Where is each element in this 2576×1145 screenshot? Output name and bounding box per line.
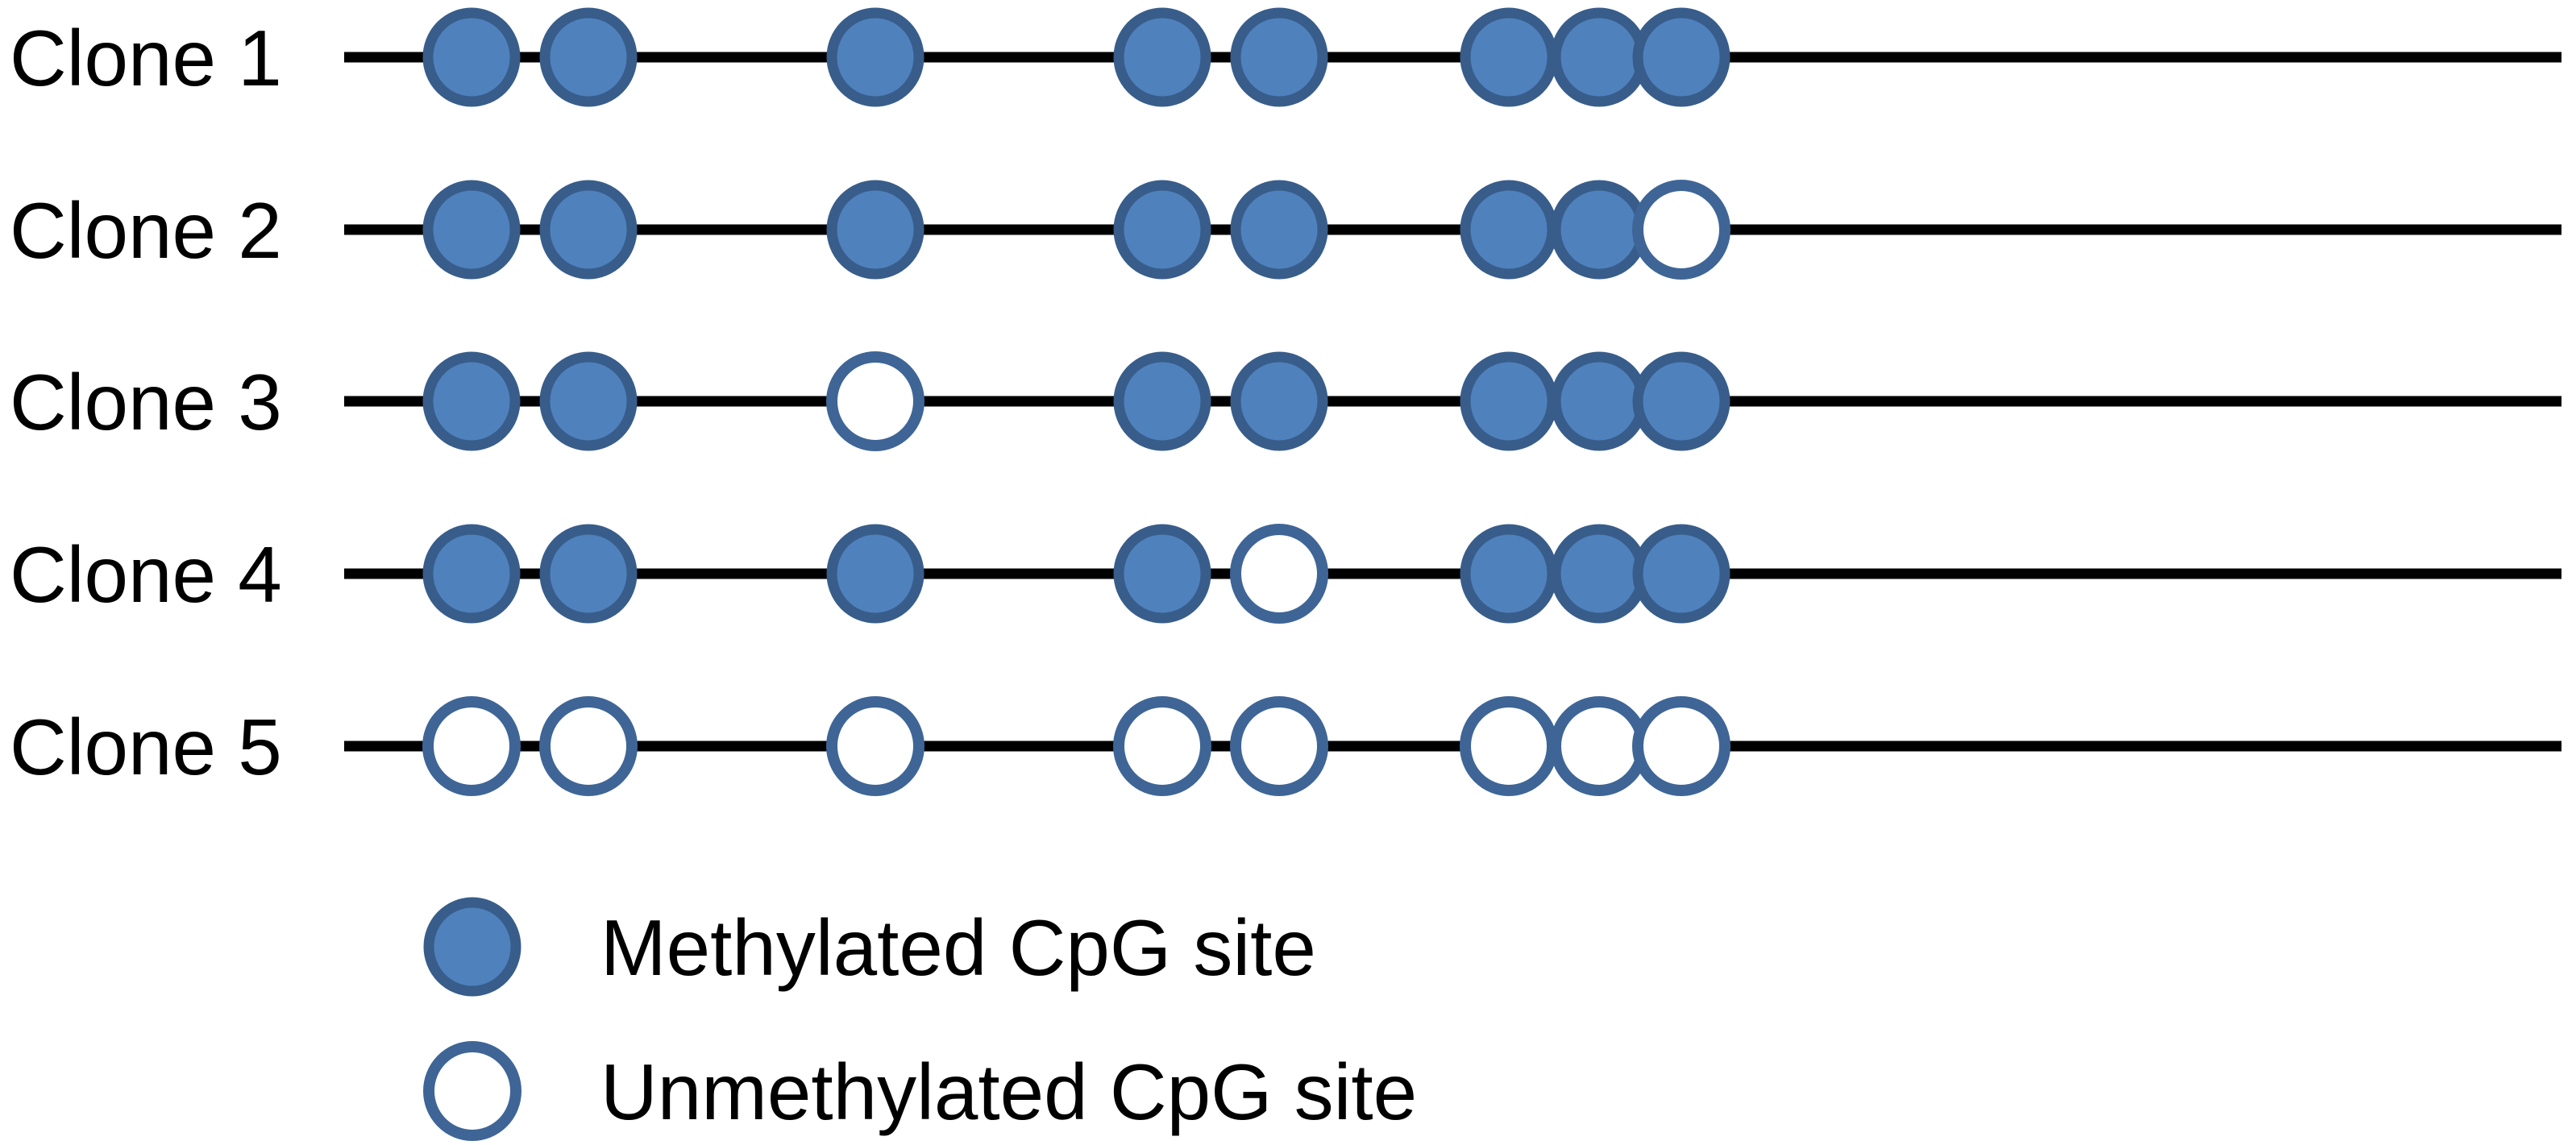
cpg-site-methylated-icon-r1-s8: [1632, 7, 1730, 107]
cpg-site-methylated-icon-r1-s1: [422, 7, 521, 107]
cpg-site-methylated-icon-r1-s5: [1230, 7, 1328, 107]
cpg-site-methylated-icon-r3-s4: [1113, 351, 1211, 451]
cpg-site-methylated-icon-r1-s4: [1113, 7, 1211, 107]
cpg-site-methylated-icon-r2-s5: [1230, 180, 1328, 280]
cpg-site-methylated-icon-r4-s1: [422, 524, 521, 624]
legend-entry-methylated: Methylated CpG site: [423, 897, 1316, 997]
cpg-site-unmethylated-icon-r3-s3: [826, 351, 924, 451]
cpg-site-methylated-icon-r3-s6: [1460, 351, 1558, 451]
clone-label-5: Clone 5: [10, 703, 282, 791]
clone-row-4: Clone 4: [10, 524, 2561, 624]
cpg-site-methylated-icon-r2-s6: [1460, 180, 1558, 280]
cpg-site-methylated-icon-r3-s8: [1632, 351, 1730, 451]
cpg-site-methylated-icon-r4-s8: [1632, 524, 1730, 624]
clone-row-1: Clone 1: [10, 7, 2561, 107]
cpg-site-unmethylated-icon-legend: [423, 1041, 521, 1141]
legend-label-unmethylated: Unmethylated CpG site: [600, 1048, 1417, 1136]
cpg-site-unmethylated-icon-r4-s5: [1230, 524, 1328, 624]
cpg-site-unmethylated-icon-r5-s6: [1460, 696, 1558, 796]
cpg-site-methylated-icon-r2-s1: [422, 180, 521, 280]
cpg-site-methylated-icon-r4-s7: [1550, 524, 1648, 624]
clone-label-2: Clone 2: [10, 186, 282, 275]
cpg-site-methylated-icon-r3-s7: [1550, 351, 1648, 451]
cpg-site-unmethylated-icon-r5-s8: [1632, 696, 1730, 796]
cpg-site-methylated-icon-r2-s7: [1550, 180, 1648, 280]
cpg-site-methylated-icon-legend: [423, 897, 521, 997]
clone-label-4: Clone 4: [10, 530, 282, 619]
legend-entry-unmethylated: Unmethylated CpG site: [423, 1041, 1417, 1141]
clone-row-3: Clone 3: [10, 351, 2561, 451]
clone-label-3: Clone 3: [10, 358, 282, 446]
cpg-site-methylated-icon-r1-s7: [1550, 7, 1648, 107]
cpg-site-methylated-icon-r1-s2: [539, 7, 638, 107]
cpg-site-methylated-icon-r4-s6: [1460, 524, 1558, 624]
cpg-site-methylated-icon-r2-s4: [1113, 180, 1211, 280]
cpg-site-unmethylated-icon-r5-s3: [826, 696, 924, 796]
cpg-site-methylated-icon-r1-s6: [1460, 7, 1558, 107]
clone-label-1: Clone 1: [10, 14, 282, 102]
cpg-site-methylated-icon-r4-s4: [1113, 524, 1211, 624]
cpg-site-unmethylated-icon-r2-s8: [1632, 180, 1730, 280]
cpg-site-unmethylated-icon-r5-s5: [1230, 696, 1328, 796]
cpg-site-methylated-icon-r1-s3: [826, 7, 924, 107]
cpg-site-methylated-icon-r3-s2: [539, 351, 638, 451]
cpg-site-unmethylated-icon-r5-s4: [1113, 696, 1211, 796]
clone-row-5: Clone 5: [10, 696, 2561, 796]
cpg-site-methylated-icon-r4-s2: [539, 524, 638, 624]
cpg-site-methylated-icon-r3-s5: [1230, 351, 1328, 451]
cpg-site-unmethylated-icon-r5-s7: [1550, 696, 1648, 796]
cpg-site-methylated-icon-r2-s2: [539, 180, 638, 280]
legend-label-methylated: Methylated CpG site: [600, 903, 1316, 992]
cpg-site-methylated-icon-r3-s1: [422, 351, 521, 451]
cpg-site-unmethylated-icon-r5-s2: [539, 696, 638, 796]
cpg-site-unmethylated-icon-r5-s1: [422, 696, 521, 796]
cpg-site-methylated-icon-r4-s3: [826, 524, 924, 624]
cpg-site-methylated-icon-r2-s3: [826, 180, 924, 280]
clone-row-2: Clone 2: [10, 180, 2561, 280]
